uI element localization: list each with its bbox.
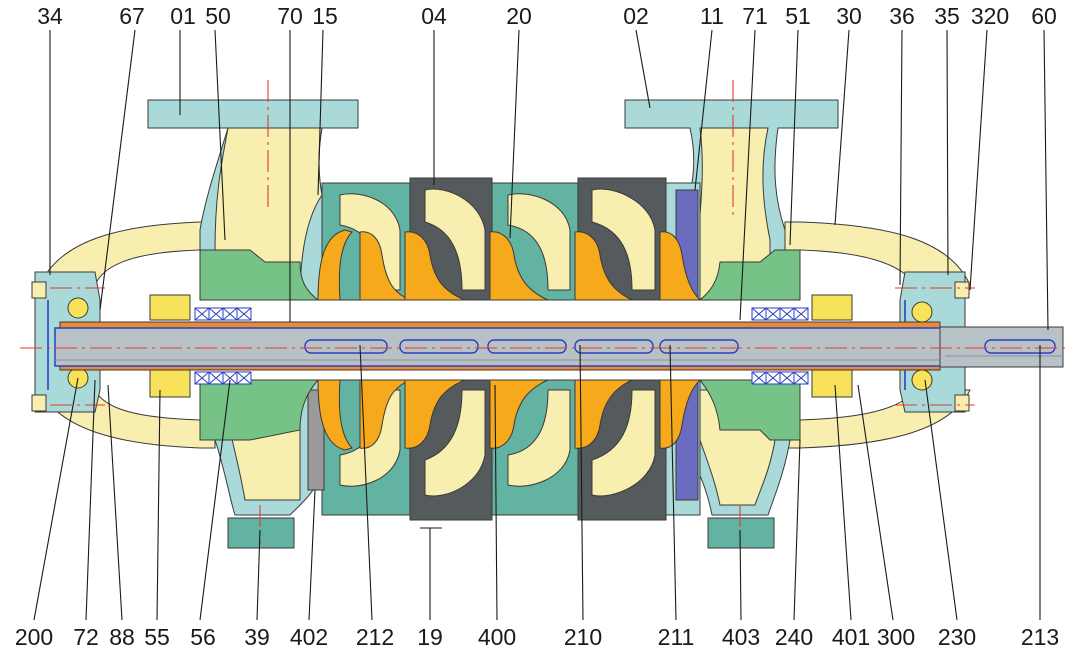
label-60: 60 xyxy=(1031,3,1057,29)
label-211: 211 xyxy=(658,624,695,650)
diffuser-vanes xyxy=(339,188,656,497)
label-19: 19 xyxy=(417,624,443,650)
centerlines xyxy=(20,80,1068,545)
impellers xyxy=(317,229,702,451)
label-213: 213 xyxy=(1021,624,1059,650)
leader-lines xyxy=(33,29,1049,621)
label-34: 34 xyxy=(37,3,63,29)
label-50: 50 xyxy=(205,3,231,29)
label-212: 212 xyxy=(356,624,394,650)
foot-left xyxy=(227,517,295,549)
shaft-keys xyxy=(304,339,1056,354)
ball-bearing-top-right xyxy=(911,301,933,323)
label-67: 67 xyxy=(119,3,145,29)
label-39: 39 xyxy=(244,624,270,650)
label-20: 20 xyxy=(506,3,532,29)
seal-housing-left xyxy=(199,249,320,441)
label-240: 240 xyxy=(775,624,813,650)
foot-right xyxy=(707,517,775,549)
label-02: 02 xyxy=(623,3,649,29)
label-04: 04 xyxy=(421,3,447,29)
part-labels-top: 34 67 01 50 70 15 04 20 02 11 71 51 30 3… xyxy=(37,3,1057,29)
shaft-coupling-end xyxy=(939,326,1064,368)
label-72: 72 xyxy=(73,624,99,650)
label-403: 403 xyxy=(722,624,760,650)
label-55: 55 xyxy=(144,624,170,650)
label-35: 35 xyxy=(934,3,960,29)
label-88: 88 xyxy=(109,624,135,650)
label-400: 400 xyxy=(478,624,516,650)
label-210: 210 xyxy=(564,624,602,650)
label-11: 11 xyxy=(700,3,724,29)
part-labels-bottom: 200 72 88 55 56 39 402 212 19 400 210 21… xyxy=(15,624,1059,650)
ball-bearing-top-left xyxy=(67,297,89,319)
label-401: 401 xyxy=(832,624,870,650)
shaft xyxy=(54,326,1064,368)
label-15: 15 xyxy=(312,3,338,29)
packing-rings-right xyxy=(751,307,809,385)
label-30: 30 xyxy=(836,3,862,29)
label-300: 300 xyxy=(877,624,915,650)
label-51: 51 xyxy=(785,3,811,29)
ball-bearing-bottom-right xyxy=(911,369,933,391)
label-71: 71 xyxy=(742,3,768,29)
label-200: 200 xyxy=(15,624,53,650)
label-70: 70 xyxy=(277,3,303,29)
label-320: 320 xyxy=(971,3,1009,29)
label-01: 01 xyxy=(170,3,196,29)
label-402: 402 xyxy=(290,624,328,650)
label-36: 36 xyxy=(889,3,915,29)
label-230: 230 xyxy=(938,624,976,650)
label-56: 56 xyxy=(190,624,216,650)
seal-housing-right xyxy=(698,249,801,441)
